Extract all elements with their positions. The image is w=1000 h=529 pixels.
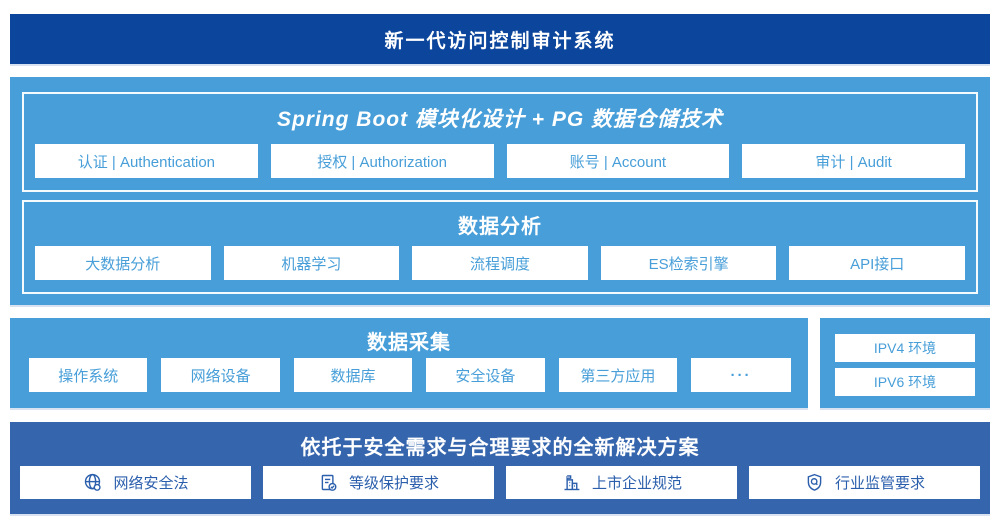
document-check-icon bbox=[321, 474, 337, 491]
analysis-box-es: ES检索引擎 bbox=[600, 246, 777, 280]
collection-box-security-device: 安全设备 bbox=[426, 358, 545, 392]
collection-panel: 数据采集 操作系统 网络设备 数据库 安全设备 第三方应用 ··· bbox=[10, 318, 808, 408]
collection-box-thirdparty: 第三方应用 bbox=[558, 358, 678, 392]
system-title-banner: 新一代访问控制审计系统 bbox=[10, 14, 990, 64]
solution-label: 等级保护要求 bbox=[348, 475, 439, 492]
collection-row: 操作系统 网络设备 数据库 安全设备 第三方应用 ··· bbox=[29, 358, 792, 392]
solution-label: 网络安全法 bbox=[113, 475, 189, 492]
solution-box-cybersecurity-law: 网络安全法 bbox=[20, 466, 251, 499]
platform-panel: Spring Boot 模块化设计 + PG 数据仓储技术 认证 | Authe… bbox=[10, 77, 990, 305]
solution-label: 上市企业规范 bbox=[591, 475, 682, 492]
collection-box-network-device: 网络设备 bbox=[161, 358, 280, 392]
solution-box-classified-protection: 等级保护要求 bbox=[263, 466, 494, 499]
analysis-row: 大数据分析 机器学习 流程调度 ES检索引擎 API接口 bbox=[35, 246, 965, 280]
collection-box-os: 操作系统 bbox=[29, 358, 148, 392]
modules-row: 认证 | Authentication 授权 | Authorization 账… bbox=[35, 144, 965, 178]
solution-label: 行业监管要求 bbox=[834, 475, 925, 492]
module-box-audit: 审计 | Audit bbox=[742, 144, 965, 178]
analysis-box-bigdata: 大数据分析 bbox=[35, 246, 211, 280]
shield-search-icon bbox=[807, 473, 822, 491]
environment-panel: IPV4 环境 IPV6 环境 bbox=[820, 318, 990, 408]
globe-icon bbox=[85, 473, 102, 491]
env-box-ipv6: IPV6 环境 bbox=[835, 368, 975, 396]
modules-panel: Spring Boot 模块化设计 + PG 数据仓储技术 认证 | Authe… bbox=[22, 92, 978, 192]
collection-box-more: ··· bbox=[691, 358, 792, 392]
system-title: 新一代访问控制审计系统 bbox=[384, 30, 616, 52]
analysis-box-api: API接口 bbox=[789, 246, 965, 280]
solution-box-listed-company: 上市企业规范 bbox=[506, 466, 737, 499]
solution-box-industry-regulation: 行业监管要求 bbox=[749, 466, 980, 499]
module-box-authentication: 认证 | Authentication bbox=[35, 144, 258, 178]
analysis-panel: 数据分析 大数据分析 机器学习 流程调度 ES检索引擎 API接口 bbox=[22, 200, 978, 294]
collection-panel-title: 数据采集 bbox=[367, 332, 451, 354]
solution-row: 网络安全法 等级保护要求 上市企业规范 bbox=[20, 466, 980, 499]
modules-panel-title: Spring Boot 模块化设计 + PG 数据仓储技术 bbox=[276, 108, 724, 131]
module-box-account: 账号 | Account bbox=[506, 144, 730, 178]
analysis-box-ml: 机器学习 bbox=[223, 246, 400, 280]
building-icon bbox=[564, 475, 580, 491]
module-box-authorization: 授权 | Authorization bbox=[270, 144, 494, 178]
collection-box-database: 数据库 bbox=[293, 358, 413, 392]
analysis-box-workflow: 流程调度 bbox=[412, 246, 588, 280]
env-box-ipv4: IPV4 环境 bbox=[835, 334, 975, 362]
solution-panel-title: 依托于安全需求与合理要求的全新解决方案 bbox=[300, 437, 700, 459]
solution-panel: 依托于安全需求与合理要求的全新解决方案 网络安全法 等级保护要求 bbox=[10, 422, 990, 514]
analysis-panel-title: 数据分析 bbox=[458, 216, 542, 238]
